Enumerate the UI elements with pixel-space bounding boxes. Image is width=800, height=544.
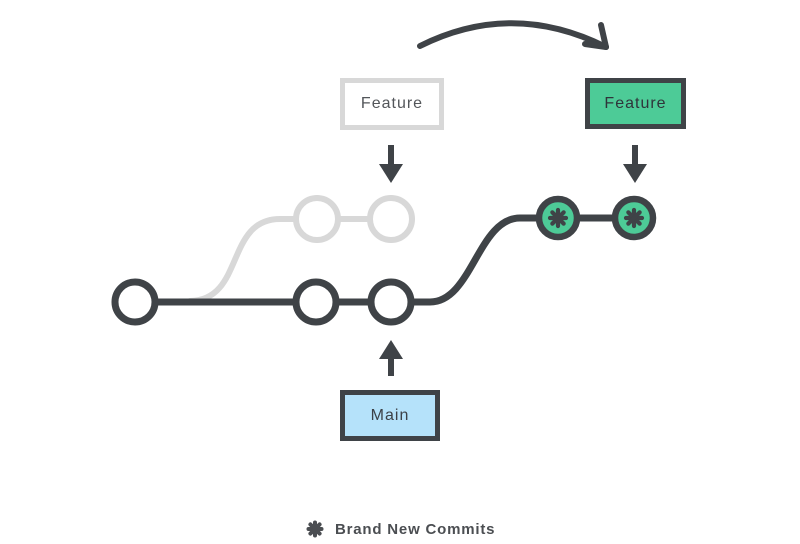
old-feature-commit-node-2 (367, 195, 415, 243)
feature-new-label-box: Feature (585, 78, 686, 129)
down-arrow-new-feature (623, 145, 647, 183)
feature-new-label: Feature (604, 94, 667, 112)
legend: Brand New Commits (306, 518, 495, 540)
asterisk-icon (623, 207, 645, 229)
feature-old-label-box: Feature (340, 78, 444, 130)
up-arrow-main (379, 340, 403, 376)
asterisk-icon (306, 520, 324, 538)
asterisk-icon (547, 207, 569, 229)
legend-label: Brand New Commits (335, 520, 496, 538)
main-branch-line (131, 214, 638, 306)
main-commit-node-3 (367, 278, 415, 326)
down-arrow-old-feature (379, 145, 403, 183)
main-label-box: Main (340, 390, 440, 441)
feature-old-label: Feature (360, 95, 424, 112)
old-feature-branch-line (187, 216, 394, 304)
curved-rebase-arrow (417, 20, 609, 50)
main-label: Main (370, 406, 410, 424)
main-commit-node-2 (292, 278, 340, 326)
main-commit-node-1 (111, 278, 159, 326)
old-feature-commit-node-1 (293, 195, 341, 243)
